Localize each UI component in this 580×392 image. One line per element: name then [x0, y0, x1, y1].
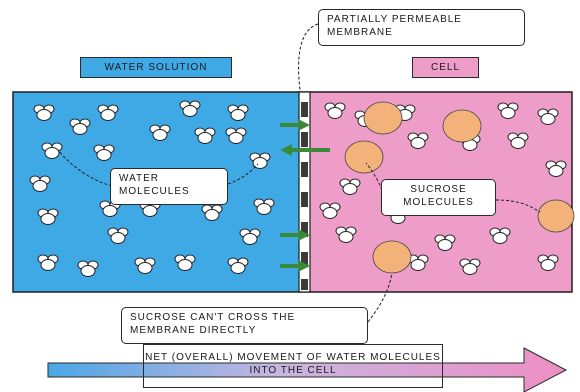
sucrose-molecules-callout: SUCROSE MOLECULES — [381, 179, 496, 216]
membrane-callout: PARTIALLY PERMEABLE MEMBRANE — [318, 9, 525, 46]
cell-label: CELL — [412, 57, 479, 78]
membrane-pore-icon — [301, 192, 308, 207]
membrane-pore-icon — [301, 132, 308, 147]
water-molecules-callout: WATER MOLECULES — [110, 168, 228, 205]
sucrose-molecule-icon — [443, 110, 481, 142]
water-solution-label: WATER SOLUTION — [80, 57, 232, 78]
sucrose-molecule-icon — [373, 241, 411, 273]
sucrose-molecule-icon — [364, 102, 402, 134]
sucrose-molecule-icon — [345, 141, 383, 173]
membrane-leader-line — [299, 24, 318, 90]
membrane-pore-icon — [301, 102, 308, 117]
sucrose-molecule-icon — [538, 200, 574, 232]
membrane-pore-icon — [301, 279, 308, 290]
membrane-pore-icon — [301, 162, 308, 177]
net-movement-label: NET (OVERALL) MOVEMENT OF WATER MOLECULE… — [143, 344, 443, 388]
sucrose-note-callout: SUCROSE CAN'T CROSS THE MEMBRANE DIRECTL… — [121, 307, 368, 344]
